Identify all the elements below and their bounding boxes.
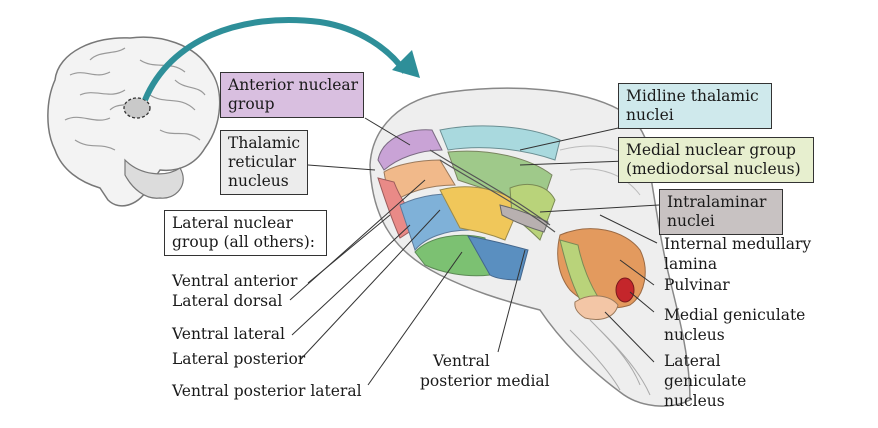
label-ventral-posterior-medial-line-1: Ventral <box>433 352 490 370</box>
lateral-nuclear-group-box: Lateral nuclear group (all others): <box>164 210 327 256</box>
label-internal-medullary-lamina-line-1: Internal medullary <box>664 235 812 253</box>
anterior-box-line-2: group <box>228 95 275 113</box>
label-ventral-lateral: Ventral lateral <box>172 325 285 343</box>
label-medial-geniculate-line-2: nucleus <box>664 326 725 344</box>
label-internal-medullary-lamina-line-2: lamina <box>664 255 718 273</box>
label-ventral-posterior-lateral: Ventral posterior lateral <box>172 382 362 400</box>
zoom-arrow <box>142 17 420 102</box>
anterior-nuclear-group-box: Anterior nuclear group <box>220 72 364 118</box>
lateral-box-line-1: Lateral nuclear <box>172 214 293 232</box>
thalamus-3d-illustration <box>369 87 691 407</box>
brain-sketch <box>47 36 221 207</box>
reticular-box-line-1: Thalamic <box>228 134 301 152</box>
label-ventral-posterior-medial-line-2: posterior medial <box>420 372 550 390</box>
label-lateral-geniculate-line-3: nucleus <box>664 392 725 410</box>
reticular-box-line-2: reticular <box>228 153 297 171</box>
reticular-box-line-3: nucleus <box>228 172 289 190</box>
label-lateral-geniculate-line-1: Lateral <box>664 352 721 370</box>
thalamus-location-marker <box>123 97 151 119</box>
medial-geniculate-region <box>615 277 635 303</box>
label-lateral-geniculate-line-2: geniculate <box>664 372 747 390</box>
label-lateral-posterior: Lateral posterior <box>172 350 306 368</box>
label-ventral-anterior: Ventral anterior <box>172 272 298 290</box>
intralaminar-nuclei-box: Intralaminar nuclei <box>659 189 783 235</box>
thalamic-reticular-nucleus-box: Thalamic reticular nucleus <box>220 130 308 195</box>
midline-box-line-1: Midline thalamic <box>626 87 759 105</box>
midline-box-line-2: nuclei <box>626 106 674 124</box>
label-medial-geniculate-line-1: Medial geniculate <box>664 306 806 324</box>
label-lateral-dorsal: Lateral dorsal <box>172 292 283 310</box>
medial-nuclear-group-box: Medial nuclear group (mediodorsal nucleu… <box>618 137 814 183</box>
medial-box-line-2: (mediodorsal nucleus) <box>626 160 801 178</box>
intralaminar-box-line-2: nuclei <box>667 212 715 230</box>
medial-box-line-1: Medial nuclear group <box>626 141 796 159</box>
intralaminar-box-line-1: Intralaminar <box>667 193 767 211</box>
label-pulvinar: Pulvinar <box>664 276 730 294</box>
anterior-box-line-1: Anterior nuclear <box>228 76 359 94</box>
midline-thalamic-nuclei-box: Midline thalamic nuclei <box>618 83 772 129</box>
lateral-box-line-2: group (all others): <box>172 233 315 251</box>
